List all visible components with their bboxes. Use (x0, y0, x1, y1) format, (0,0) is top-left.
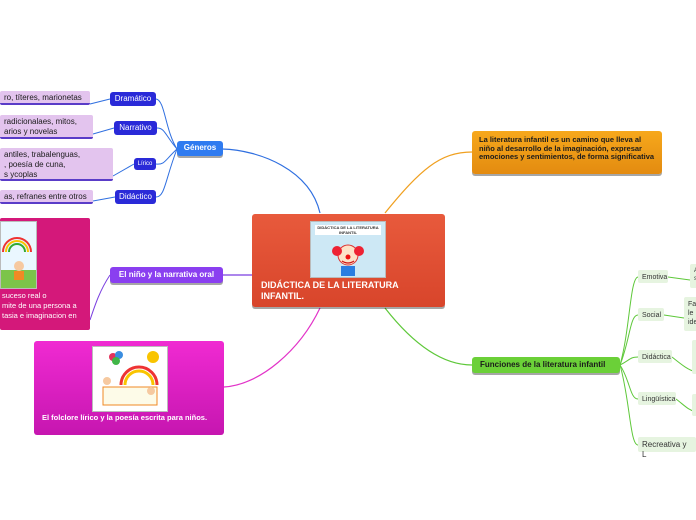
genero-lirico[interactable]: Lírico (134, 158, 156, 170)
funcion-recreativa[interactable]: Recreativa y L (638, 437, 696, 452)
definition-node[interactable]: La literatura infantil es un camino que … (472, 131, 662, 174)
narrativo-detail[interactable]: radicionalaes, mitos, arios y novelas (0, 115, 93, 139)
genero-dramatico[interactable]: Dramático (110, 92, 156, 106)
folclore-label: El folclore lírico y la poesía escrita p… (42, 413, 218, 422)
linguistica-detail[interactable] (692, 394, 696, 416)
didactico-detail[interactable]: as, refranes entre otros (0, 190, 93, 204)
nino-narrativa-node[interactable]: El niño y la narrativa oral (110, 267, 223, 283)
emotiva-detail[interactable]: A s (690, 264, 696, 288)
nino-narrativa-text: suceso real o mite de una persona a tasi… (2, 291, 88, 321)
kids-book-icon (93, 347, 167, 411)
definition-text: La literatura infantil es un camino que … (479, 136, 655, 162)
generos-node[interactable]: Géneros (177, 141, 223, 156)
funciones-node[interactable]: Funciones de la literatura infantil (472, 357, 620, 373)
funcion-didactica[interactable]: Didáctica (638, 350, 672, 363)
dramatico-detail[interactable]: ro, títeres, marionetas (0, 91, 90, 105)
funcion-emotiva[interactable]: Emotiva (638, 270, 668, 283)
children-rainbow-image (0, 221, 37, 289)
rainbow-icon (1, 222, 36, 288)
folclore-node[interactable]: El folclore lírico y la poesía escrita p… (34, 341, 224, 435)
folclore-image (92, 346, 168, 412)
genero-narrativo[interactable]: Narrativo (114, 121, 157, 135)
funcion-social[interactable]: Social (638, 308, 664, 321)
genero-didactico[interactable]: Didáctico (115, 190, 156, 204)
clown-icon (311, 222, 385, 277)
central-title: DIDÁCTICA DE LA LITERATURA INFANTIL. (261, 280, 436, 302)
social-detail[interactable]: Fa le ide (684, 297, 696, 331)
funcion-linguistica[interactable]: Lingüística (638, 392, 676, 405)
didactica-detail[interactable] (692, 340, 696, 374)
central-topic[interactable]: DIDÁCTICA DE LA LITERATURA INFANTIL DIDÁ… (252, 214, 445, 307)
nino-narrativa-leaf[interactable]: suceso real o mite de una persona a tasi… (0, 218, 90, 330)
central-image: DIDÁCTICA DE LA LITERATURA INFANTIL (310, 221, 386, 278)
lirico-detail[interactable]: antiles, trabalenguas, , poesía de cuna,… (0, 148, 113, 181)
